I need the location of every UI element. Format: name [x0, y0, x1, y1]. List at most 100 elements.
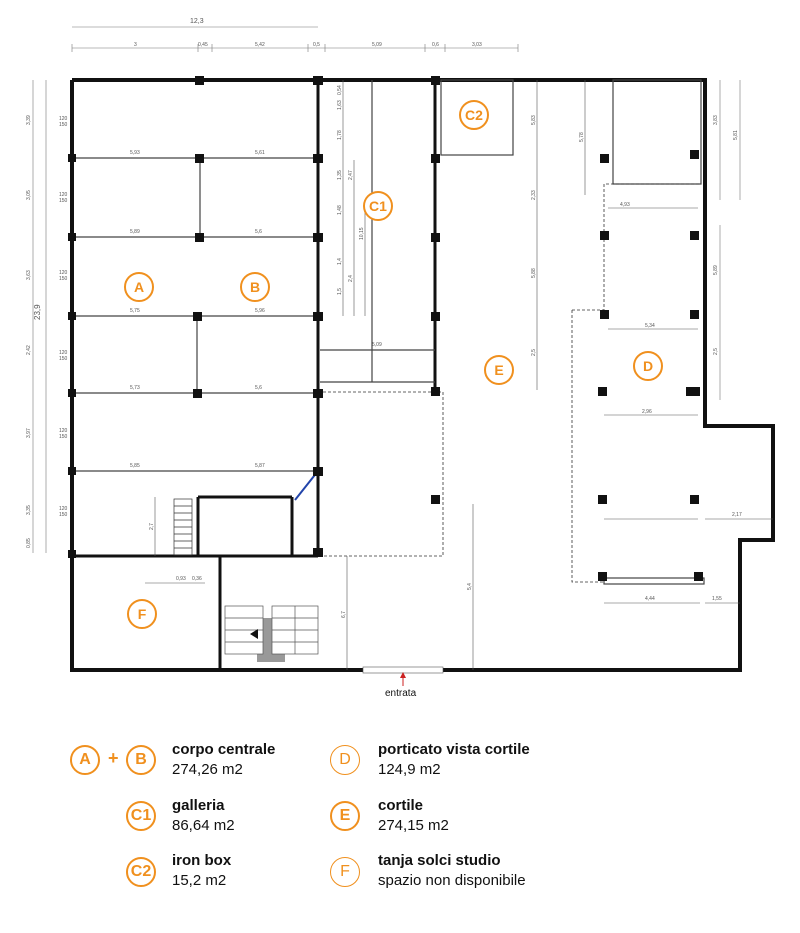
legend-area: 86,64 m2 [172, 817, 235, 834]
legend-title: galleria [172, 797, 225, 814]
legend-marker-f: F [330, 857, 360, 887]
window-tag: 120 [59, 506, 68, 512]
legend-area: 124,9 m2 [378, 761, 441, 778]
d-dim: 2,96 [642, 409, 652, 415]
row-dim: 5,75 [130, 308, 140, 314]
top-dim: 0,45 [198, 42, 208, 48]
left-dim: 0,85 [26, 538, 32, 548]
left-dim: 3,39 [26, 115, 32, 125]
window-tag: 120 [59, 192, 68, 198]
legend-marker-c1: C1 [126, 801, 156, 831]
legend-marker-e: E [330, 801, 360, 831]
annex-dim: 2,17 [732, 512, 742, 518]
window-tag: 120 [59, 270, 68, 276]
columns [68, 76, 703, 581]
stairs-small [173, 498, 193, 556]
legend-marker-a: A [70, 745, 100, 775]
c1-dim: 1,5 [337, 288, 343, 295]
row-dim: 5,73 [130, 385, 140, 391]
window-tag: 120 [59, 116, 68, 122]
c1-dim: 0,54 [337, 85, 343, 95]
c1-dim: 1,78 [337, 130, 343, 140]
c1-dimensions [342, 80, 366, 316]
legend-item-porticato: porticato vista cortile 124,9 m2 [378, 740, 530, 780]
window-tag-sub: 150 [59, 434, 68, 440]
legend-item-corpo-centrale: corpo centrale 274,26 m2 [172, 740, 275, 780]
window-tag-sub: 150 [59, 512, 68, 518]
right-dimensions [719, 80, 741, 400]
svg-text:A: A [134, 279, 144, 295]
window-tag-sub: 150 [59, 276, 68, 282]
row-dim: 5,85 [130, 463, 140, 469]
legend-item-galleria: galleria 86,64 m2 [172, 796, 235, 836]
f-dim: 0,93 [176, 576, 186, 582]
dashed-outlines [318, 183, 700, 583]
legend-plus: + [108, 748, 119, 768]
top-dim: 5,42 [255, 42, 265, 48]
left-dim: 3,97 [26, 428, 32, 438]
row-dim: 5,96 [255, 308, 265, 314]
svg-text:B: B [250, 279, 260, 295]
room-dimensions: 5,93 5,61 5,89 5,6 5,75 5,96 5,73 5,6 5,… [130, 150, 742, 602]
legend-area: 15,2 m2 [172, 872, 227, 889]
row-dim: 5,87 [255, 463, 265, 469]
window-tag: 120 [59, 428, 68, 434]
e-dim: 2,33 [531, 190, 537, 200]
dimension-lines-inner [145, 80, 773, 670]
legend-item-studio: tanja solci studio spazio non disponibil… [378, 851, 526, 891]
top-dim: 0,5 [313, 42, 320, 48]
c1-dim: 1,35 [337, 170, 343, 180]
d-dim: 5,34 [645, 323, 655, 329]
top-dim: 0,6 [432, 42, 439, 48]
c1-bottom-dim: 5,09 [372, 342, 382, 348]
right-dim: 5,89 [713, 265, 719, 275]
right-dim: 5,81 [733, 130, 739, 140]
window-tag-sub: 150 [59, 198, 68, 204]
zone-label-e: E [484, 355, 514, 385]
mid-dim: 6,7 [341, 611, 347, 618]
d-dim: 4,93 [620, 202, 630, 208]
svg-text:D: D [643, 358, 653, 374]
e-dim: 2,5 [531, 349, 537, 356]
svg-text:C2: C2 [465, 107, 483, 123]
window-tag: 120 [59, 350, 68, 356]
top-total-dim: 12,3 [190, 18, 204, 25]
inner-walls [72, 80, 437, 670]
legend-item-iron-box: iron box 15,2 m2 [172, 851, 231, 891]
legend-title: tanja solci studio [378, 852, 501, 869]
e-dim: 5,88 [531, 268, 537, 278]
top-dim: 3 [134, 42, 137, 48]
legend-area: 274,15 m2 [378, 817, 449, 834]
left-dim: 3,63 [26, 270, 32, 280]
floor-plan: 12,3 3 0,45 5,42 0,5 5,09 0,6 3,03 23,9 … [26, 18, 775, 699]
window-tag-sub: 150 [59, 356, 68, 362]
zone-label-c2: C2 [459, 100, 489, 130]
outer-walls [70, 78, 775, 672]
zone-label-d: D [633, 351, 663, 381]
top-dimensions [71, 26, 519, 52]
top-dim: 5,09 [372, 42, 382, 48]
partitions [72, 79, 705, 585]
svg-text:F: F [138, 606, 147, 622]
svg-text:C1: C1 [369, 198, 387, 214]
window-tag-sub: 150 [59, 122, 68, 128]
c1-dim: 1,48 [337, 205, 343, 215]
entrance-label: entrata [385, 688, 417, 699]
c1-dim: 10,15 [359, 227, 365, 240]
c1-dim: 1,63 [337, 100, 343, 110]
legend-title: cortile [378, 797, 424, 814]
legend-title: porticato vista cortile [378, 741, 530, 758]
e-dim: 5,78 [579, 132, 585, 142]
right-dim: 3,83 [713, 115, 719, 125]
zone-label-a: A [124, 272, 154, 302]
stair-dim: 2,7 [149, 523, 155, 530]
c1-dim: 1,4 [337, 258, 343, 265]
legend-area: spazio non disponibile [378, 872, 526, 889]
row-dim: 5,61 [255, 150, 265, 156]
row-dim: 5,6 [255, 229, 262, 235]
row-dim: 5,6 [255, 385, 262, 391]
left-dim: 3,05 [26, 190, 32, 200]
top-dim: 3,03 [472, 42, 482, 48]
side-total-dim: 23,9 [33, 304, 42, 320]
mid-dim: 5,4 [467, 583, 473, 590]
